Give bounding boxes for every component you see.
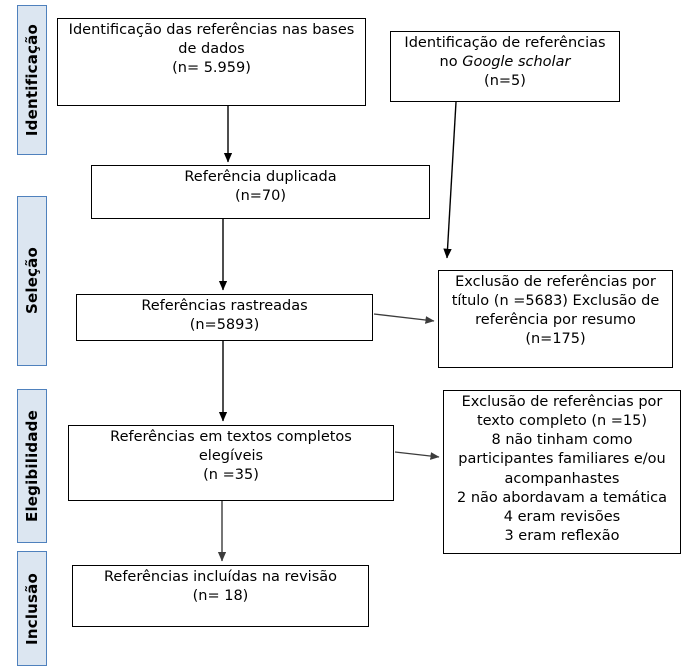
box-google-scholar-text: Identificação de referências no Google sc… — [398, 34, 611, 91]
box-excluded-title-abstract-text: Exclusão de referências por título (n =56… — [439, 273, 672, 350]
box-google-scholar-source-name: Google scholar — [462, 54, 571, 71]
box-duplicates-line2: (n=70) — [234, 188, 287, 205]
box-databases-identification: Identificação das referências nas bases d… — [57, 18, 366, 106]
phase-label-elegibilidade: Elegibilidade — [17, 389, 47, 543]
arrow-screened-to-excluded-title — [373, 313, 435, 324]
box-excluded-ft-line1: Exclusão de referências por — [461, 394, 663, 410]
box-excluded-title-abstract: Exclusão de referências por título (n =56… — [438, 270, 673, 368]
arrow-fulltext-to-excluded-fulltext — [394, 451, 440, 460]
box-excluded-ta-line3: referência por resumo (n=175) — [475, 312, 636, 348]
box-excluded-fulltext-text: Exclusão de referências por texto complet… — [451, 393, 673, 546]
phase-label-inclusao: Inclusão — [17, 551, 47, 666]
box-databases-line1: Identificação das referências nas bases — [68, 22, 355, 38]
box-google-scholar-identification: Identificação de referências no Google sc… — [390, 31, 620, 102]
phase-label-selecao: Seleção — [17, 196, 47, 366]
box-excluded-ft-line4: participantes familiares e/ou — [458, 451, 666, 468]
phase-label-inclusao-text: Inclusão — [22, 572, 41, 645]
phase-label-selecao-text: Seleção — [22, 247, 41, 315]
phase-label-identificacao-text: Identificação — [22, 23, 41, 137]
box-google-scholar-line2-prefix: no — [439, 54, 463, 71]
box-fulltext-line2: elegíveis — [198, 448, 264, 465]
box-duplicate-references: Referência duplicada (n=70) — [91, 165, 430, 219]
box-google-scholar-line3: (n=5) — [484, 73, 526, 90]
box-excluded-fulltext: Exclusão de referências por texto complet… — [443, 390, 681, 554]
box-fulltext-line1: Referências em textos completos — [110, 429, 352, 445]
arrow-google-scholar-to-excluded — [443, 101, 457, 259]
box-fulltext-eligible-text: Referências em textos completos elegíveis… — [104, 428, 358, 485]
box-google-scholar-line1: Identificação de referências — [404, 35, 606, 51]
box-screened-line1: Referências rastreadas — [141, 298, 308, 314]
box-included-line2: (n= 18) — [192, 588, 249, 605]
box-duplicates-line1: Referência duplicada — [184, 169, 337, 185]
box-databases-identification-text: Identificação das referências nas bases d… — [63, 21, 361, 78]
box-excluded-ft-line2: texto completo (n =15) — [476, 413, 648, 430]
phase-label-elegibilidade-text: Elegibilidade — [22, 410, 41, 522]
box-databases-line3: (n= 5.959) — [172, 60, 251, 77]
box-excluded-ft-line3: 8 não tinham como — [491, 432, 633, 449]
box-fulltext-line3: (n =35) — [203, 467, 259, 484]
box-excluded-ft-line8: 3 eram reflexão — [504, 527, 620, 544]
box-duplicate-references-text: Referência duplicada (n=70) — [178, 168, 342, 206]
box-excluded-ft-line5: acompanhastes — [504, 470, 620, 487]
box-fulltext-eligible: Referências em textos completos elegíveis… — [68, 425, 394, 501]
box-references-included: Referências incluídas na revisão (n= 18) — [72, 565, 369, 627]
box-references-screened: Referências rastreadas (n=5893) — [76, 294, 373, 341]
box-references-screened-text: Referências rastreadas (n=5893) — [135, 297, 313, 335]
box-included-line1: Referências incluídas na revisão — [103, 569, 338, 585]
box-excluded-ta-line1: Exclusão de referências por — [455, 274, 656, 290]
box-excluded-ft-line6: 2 não abordavam a temática — [456, 489, 668, 506]
box-excluded-ft-line7: 4 eram revisões — [503, 508, 621, 525]
box-excluded-ta-line2: título (n =5683) Exclusão de — [451, 293, 660, 310]
phase-label-identificacao: Identificação — [17, 5, 47, 155]
box-databases-line2: de dados — [178, 41, 245, 58]
box-references-included-text: Referências incluídas na revisão (n= 18) — [98, 568, 343, 606]
box-screened-line2: (n=5893) — [189, 317, 260, 334]
